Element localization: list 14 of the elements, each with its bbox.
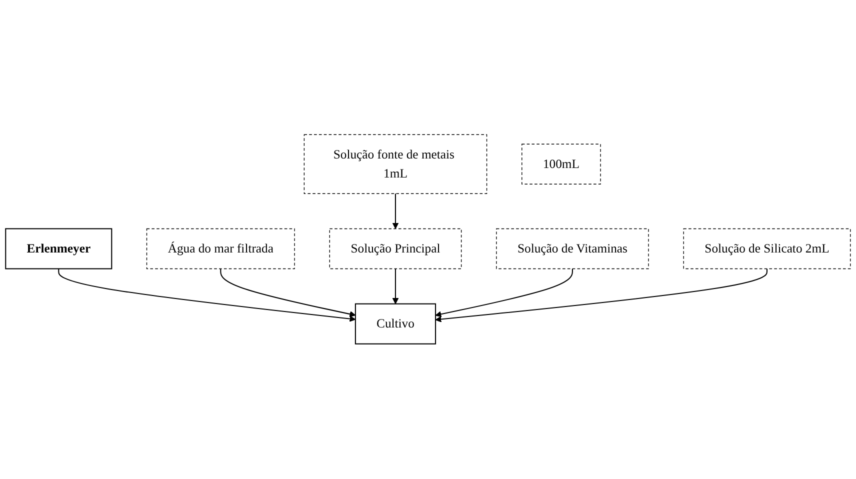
arrow	[392, 194, 399, 230]
arrow	[392, 269, 399, 304]
arrow	[220, 269, 356, 318]
node-box: Solução fonte de metais 1mL	[304, 134, 488, 194]
node-box: 100mL	[522, 144, 601, 185]
node-box: Solução Principal	[329, 228, 462, 270]
node-box: Água do mar filtrada	[146, 228, 295, 270]
node-box: Solução de Silicato 2mL	[683, 228, 851, 270]
node-box: Solução de Vitaminas	[496, 228, 649, 270]
arrow	[58, 269, 356, 322]
node-box: Cultivo	[354, 304, 436, 345]
arrow	[435, 269, 573, 318]
node-box: Erlenmeyer	[5, 228, 112, 270]
arrow	[435, 269, 768, 323]
